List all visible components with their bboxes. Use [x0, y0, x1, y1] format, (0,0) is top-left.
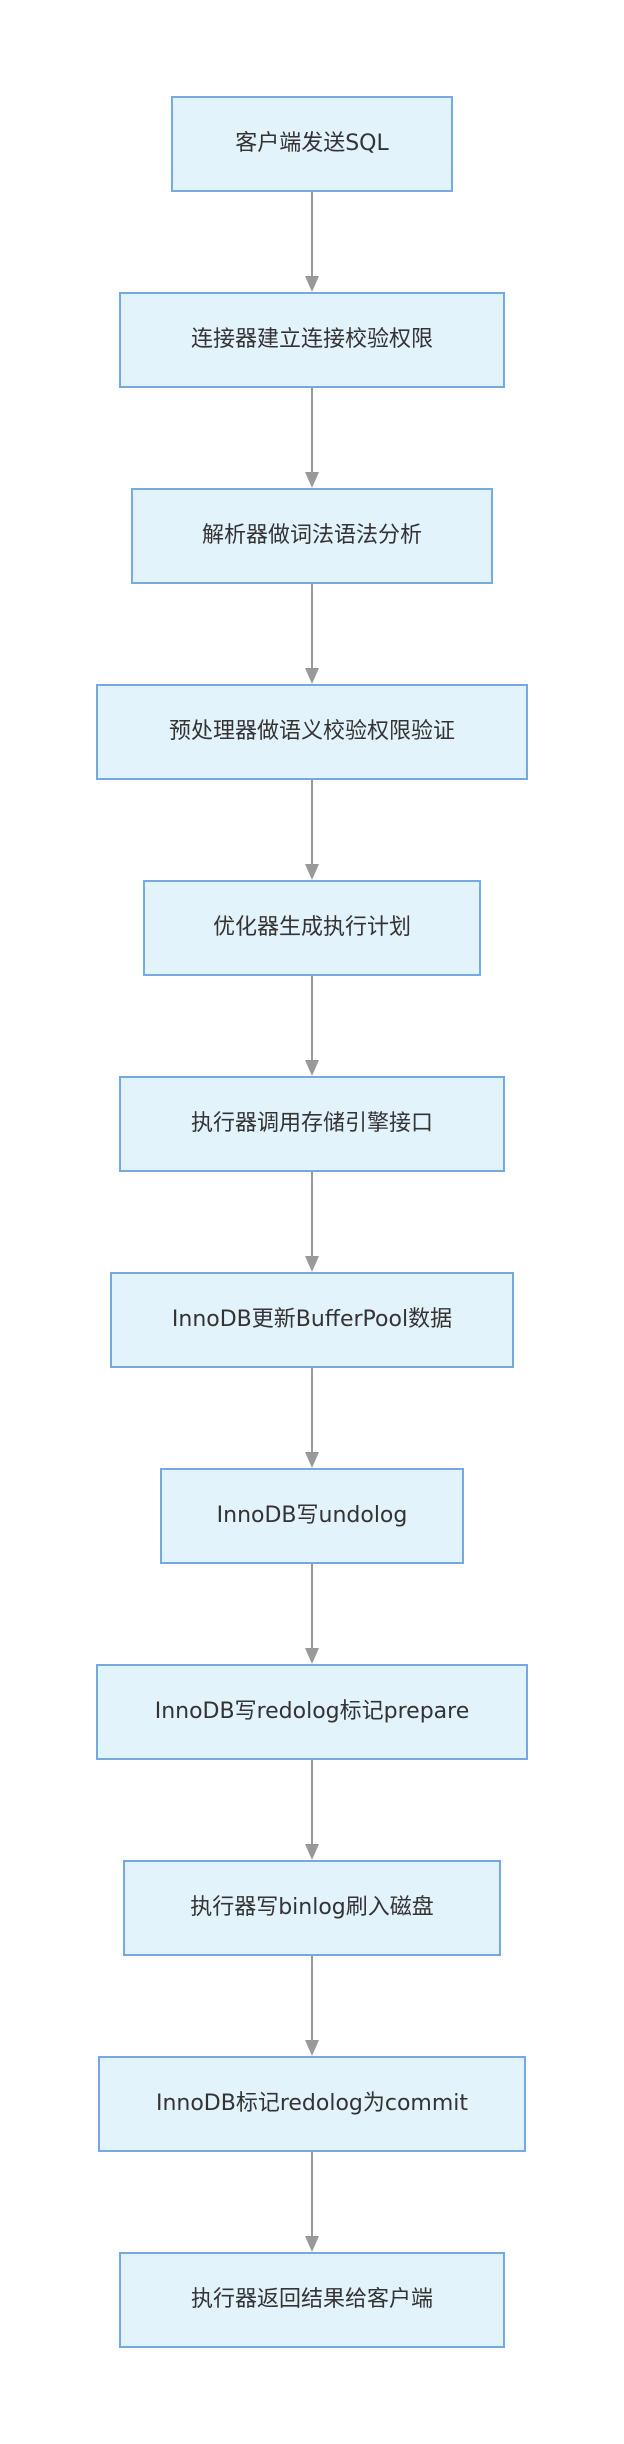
flow-node-optimizer: 优化器生成执行计划 — [143, 880, 481, 976]
flow-node-innodb-write-undolog: InnoDB写undolog — [160, 1468, 464, 1564]
flow-node-label: 执行器写binlog刷入磁盘 — [190, 1894, 434, 1920]
flow-node-client-send-sql: 客户端发送SQL — [171, 96, 453, 192]
flow-node-label: 解析器做词法语法分析 — [201, 522, 422, 548]
flow-node-parser: 解析器做词法语法分析 — [131, 488, 493, 584]
flow-node-innodb-update-bufferpool: InnoDB更新BufferPool数据 — [110, 1272, 514, 1368]
flow-node-executor-call-engine: 执行器调用存储引擎接口 — [119, 1076, 505, 1172]
flow-node-preprocessor: 预处理器做语义校验权限验证 — [96, 684, 528, 780]
flow-node-connector: 连接器建立连接校验权限 — [119, 292, 505, 388]
flow-node-label: InnoDB写undolog — [216, 1502, 408, 1528]
flow-node-label: 优化器生成执行计划 — [212, 914, 411, 940]
flow-node-innodb-redolog-commit: InnoDB标记redolog为commit — [98, 2056, 526, 2152]
flow-node-label: 连接器建立连接校验权限 — [190, 326, 433, 352]
flow-node-label: 预处理器做语义校验权限验证 — [168, 718, 455, 744]
flow-node-executor-return-result: 执行器返回结果给客户端 — [119, 2252, 505, 2348]
flow-node-executor-write-binlog: 执行器写binlog刷入磁盘 — [123, 1860, 501, 1956]
flow-node-label: InnoDB标记redolog为commit — [155, 2090, 469, 2116]
flow-node-label: InnoDB更新BufferPool数据 — [171, 1306, 453, 1332]
flow-node-label: 执行器调用存储引擎接口 — [190, 1110, 433, 1136]
flow-node-label: 执行器返回结果给客户端 — [190, 2286, 433, 2312]
flow-node-innodb-redolog-prepare: InnoDB写redolog标记prepare — [96, 1664, 528, 1760]
flow-node-label: InnoDB写redolog标记prepare — [154, 1698, 470, 1724]
flow-node-label: 客户端发送SQL — [235, 130, 389, 156]
